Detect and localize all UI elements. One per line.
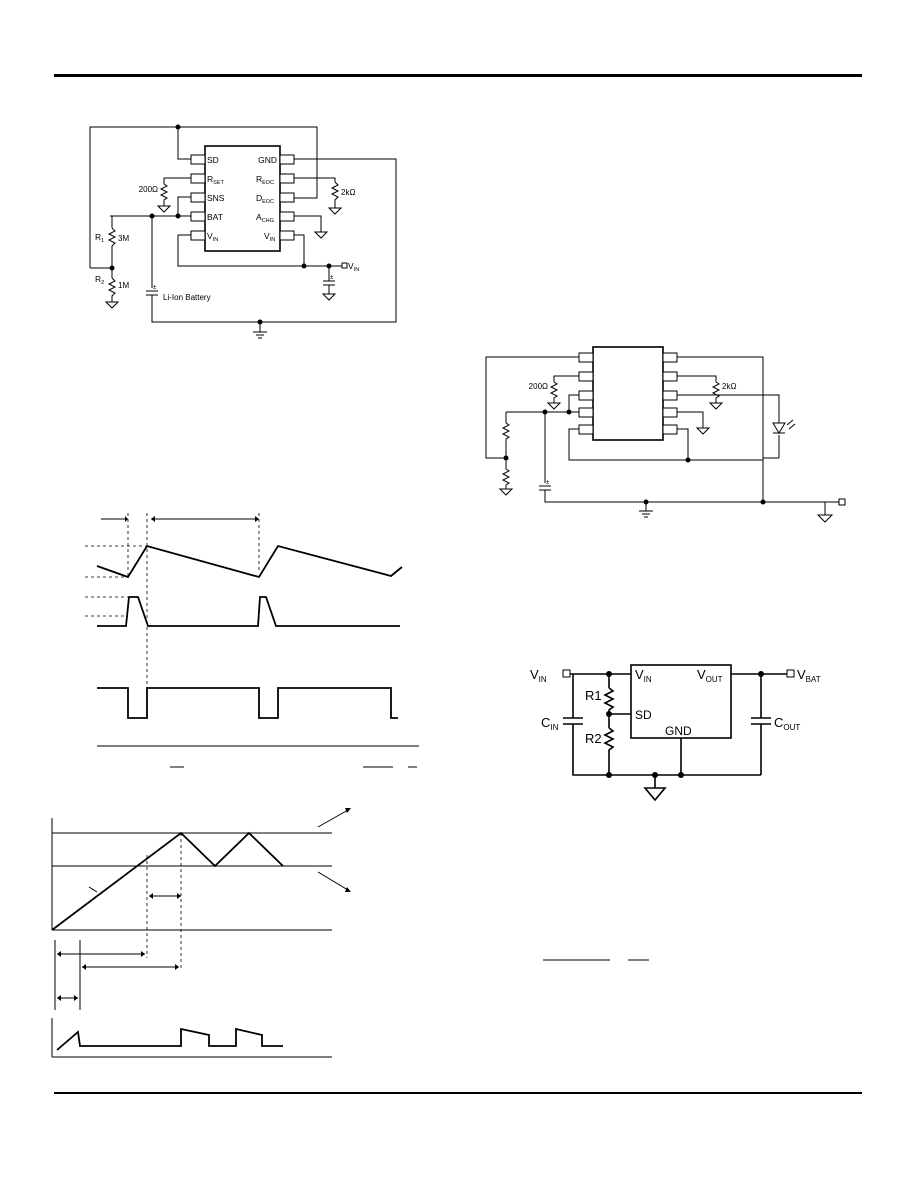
r2-label: R2 [95, 274, 104, 286]
r2-label-3: R2 [585, 731, 602, 746]
ground-symbols [104, 205, 343, 339]
vin-label-3: VIN [530, 667, 547, 684]
ic-gnd-label: GND [665, 724, 692, 738]
charger-wiring [89, 126, 397, 332]
reoc-value-2: 2kΩ [722, 382, 736, 391]
vin-label: VIN [348, 261, 359, 273]
pin-label-reoc: REOC [256, 174, 274, 186]
reoc-value: 2kΩ [341, 188, 355, 197]
sawtooth-waveform [96, 544, 403, 579]
charger-led-wiring [485, 356, 840, 515]
pin-label-deoc: DEOC [256, 193, 274, 205]
pin-label-sns: SNS [207, 193, 225, 203]
junction-dots-2 [503, 409, 766, 505]
ramp-pointer [88, 886, 98, 893]
output-terminal-2 [838, 498, 846, 506]
right-pins [279, 154, 295, 241]
cap-plus: ± [330, 275, 334, 281]
current-pulse-waveform [97, 596, 400, 627]
timing-markers [85, 513, 260, 690]
digital-output-waveform [97, 687, 398, 719]
r1-label: R1 [95, 232, 104, 244]
battery-plus: ± [153, 285, 157, 291]
r1-value: 3M [118, 234, 129, 243]
rset-value: 200Ω [139, 185, 158, 194]
ic-vin-label: VIN [635, 667, 652, 684]
ic-vout-label: VOUT [697, 667, 723, 684]
regulator-ground-icon [643, 787, 667, 802]
vin-terminal-3 [562, 669, 571, 678]
vbat-terminal [786, 669, 795, 678]
ground-symbols-2 [498, 402, 834, 523]
ic-sd-label: SD [635, 708, 652, 722]
left-pins-2 [578, 352, 594, 435]
right-pins-2 [662, 352, 678, 435]
pin-label-bat: BAT [207, 212, 223, 222]
vin-terminal [341, 262, 348, 269]
regulator-wiring [563, 673, 787, 788]
threshold-pointers [317, 808, 351, 892]
led-icon [772, 419, 796, 434]
junction-dots-3 [606, 671, 764, 778]
r1-label-3: R1 [585, 688, 602, 703]
equation-figure [543, 959, 649, 961]
cout-label: COUT [774, 715, 800, 732]
interval-markers [54, 833, 182, 1010]
ramp-waveform [51, 831, 284, 931]
battery-label: Li-Ion Battery [163, 293, 211, 302]
pin-label-sd: SD [207, 155, 219, 165]
charger-circuit-figure: SD RSET SNS BAT VIN GND REOC DEOC ACHG V… [89, 124, 397, 339]
charger-ic-body-2 [592, 346, 664, 441]
header-rule [54, 74, 862, 77]
pin-label-rset: RSET [207, 174, 224, 186]
left-pins [190, 154, 206, 241]
pulse-train-waveform [56, 1027, 283, 1051]
vbat-label: VBAT [797, 667, 821, 684]
rset-value-2: 200Ω [529, 382, 548, 391]
regulator-circuit-figure: VIN VBAT VIN VOUT SD GND R1 R2 CIN COUT [530, 664, 821, 802]
timing-waveform-figure [85, 513, 419, 768]
threshold-waveform-figure [51, 808, 351, 1058]
battery-plus-2: ± [546, 480, 550, 486]
cin-label: CIN [541, 715, 559, 732]
pin-label-achg: ACHG [256, 212, 274, 224]
pin-label-gnd: GND [258, 155, 277, 165]
charger-led-circuit-figure: 200Ω 2kΩ ± [485, 346, 846, 523]
pin-label-vin-left: VIN [207, 231, 218, 243]
footer-rule [54, 1092, 862, 1094]
junction-dots [109, 124, 332, 325]
pin-label-vin-right: VIN [264, 231, 275, 243]
r2-value: 1M [118, 281, 129, 290]
